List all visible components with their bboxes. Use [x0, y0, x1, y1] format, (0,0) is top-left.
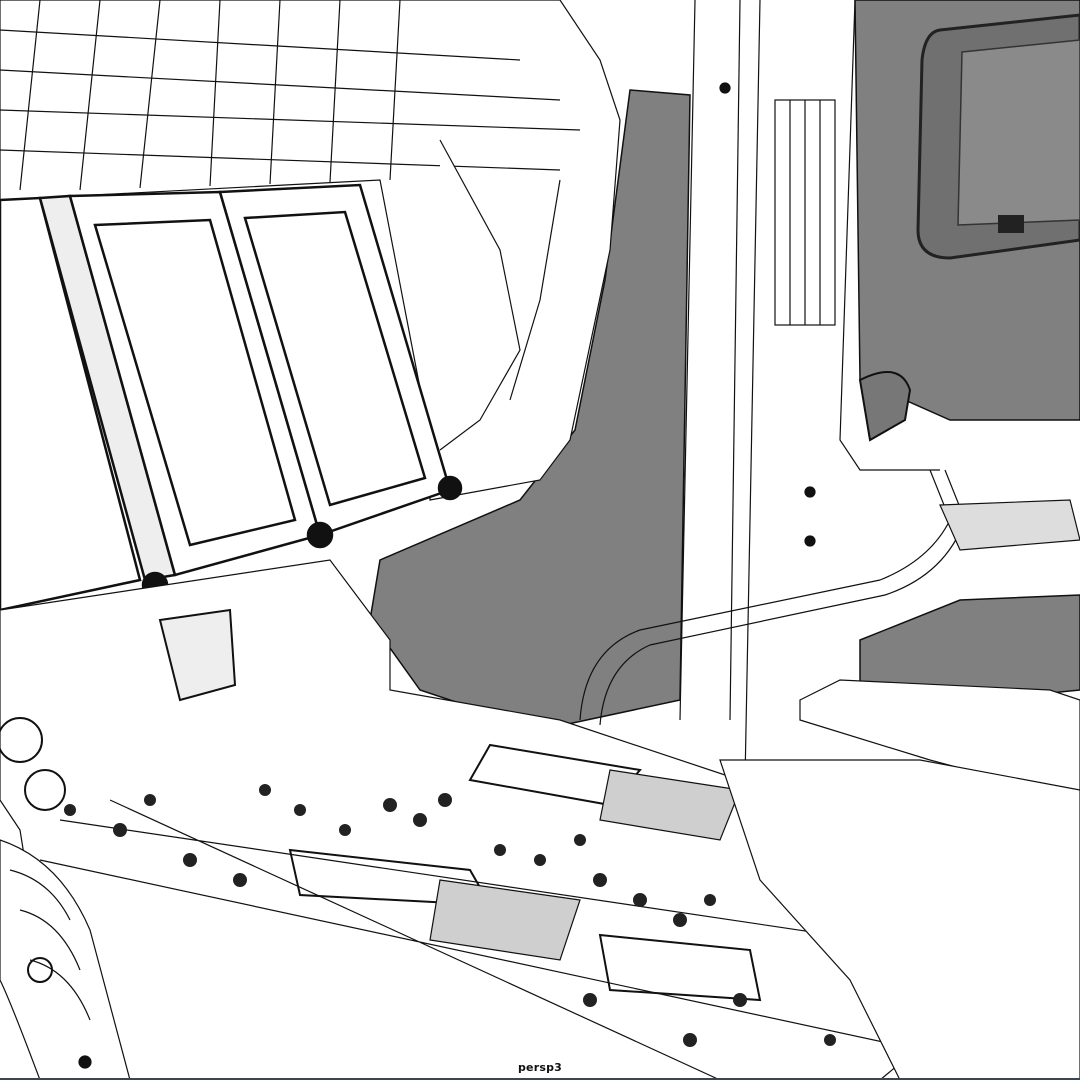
viewport-border	[0, 1078, 1080, 1080]
side-window	[916, 13, 1080, 260]
side-stick	[0, 717, 131, 1080]
grab-handle	[579, 371, 966, 726]
mfd-frames	[0, 183, 463, 612]
window-latch-icon	[998, 215, 1024, 233]
canopy-pillar	[679, 0, 940, 781]
center-console	[0, 559, 1001, 1080]
seat	[719, 499, 1080, 1080]
overhead-panel	[0, 0, 621, 501]
camera-label: persp3	[517, 1061, 563, 1074]
